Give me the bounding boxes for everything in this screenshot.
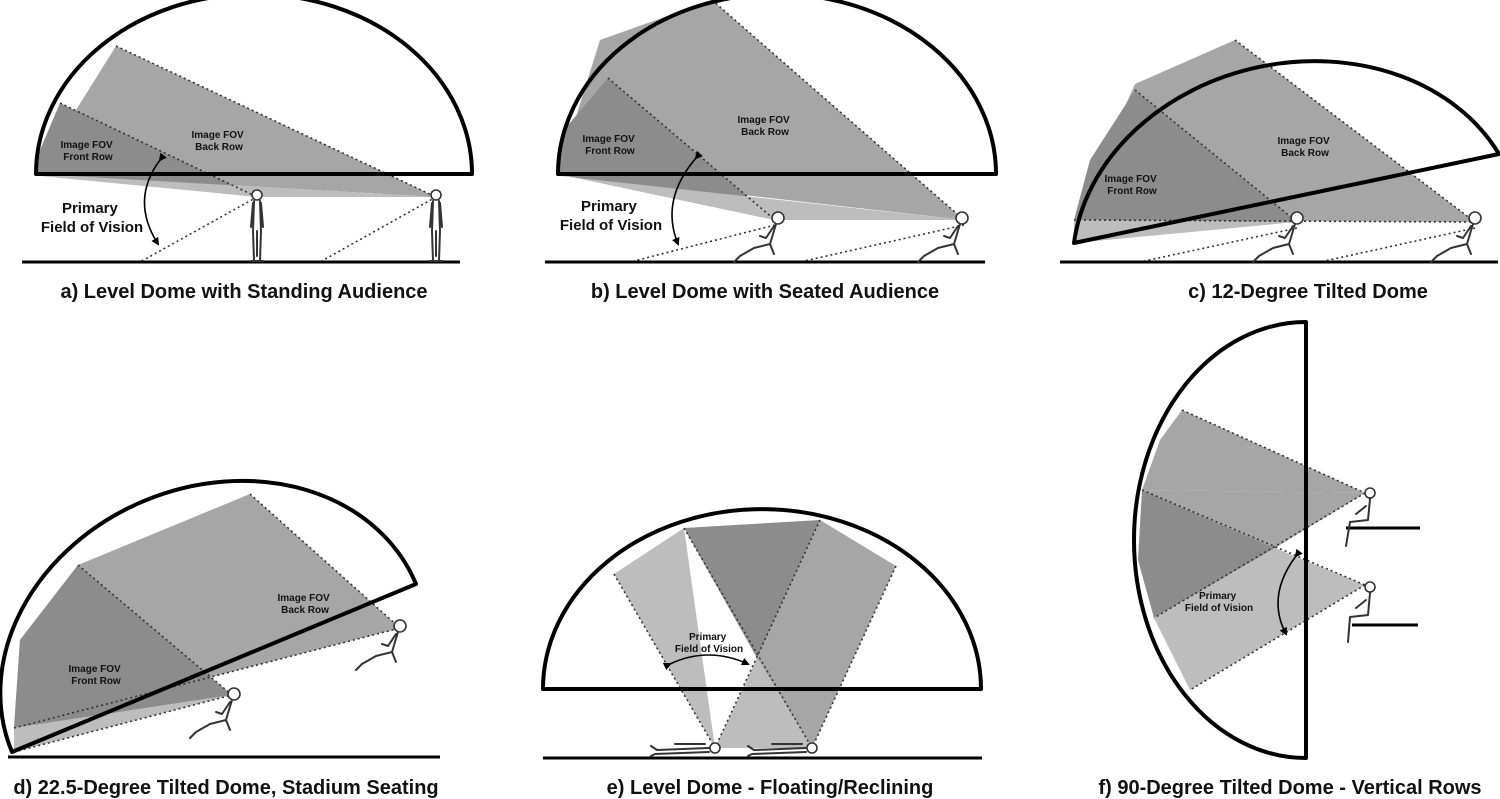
panel-f: Primary Field of Vision f) 90-Degree Til…	[1098, 320, 1482, 799]
dome-outline	[556, 0, 998, 176]
primary-fov-label: Primary Field of Vision	[41, 200, 143, 236]
dome-outline	[0, 478, 418, 754]
panel-d: Image FOV Front Row Image FOV Back Row d…	[0, 478, 440, 799]
front-viewer-fov	[614, 528, 715, 748]
dome-outline	[1072, 59, 1500, 245]
panel-a: Image FOV Front Row Image FOV Back Row P…	[22, 0, 474, 303]
standing-viewer-back	[429, 189, 443, 262]
upper-row-fov	[1142, 410, 1365, 493]
front-row-label: Image FOV Front Row	[582, 134, 637, 157]
reclining-viewer-front	[650, 742, 721, 757]
lower-row-fov	[1154, 548, 1365, 690]
back-row-label: Image FOV Back Row	[1277, 136, 1332, 159]
back-row-label: Image FOV Back Row	[191, 130, 246, 153]
caption-a: a) Level Dome with Standing Audience	[60, 281, 427, 303]
primary-fov-label: Primary Field of Vision	[675, 632, 743, 655]
caption-f: f) 90-Degree Tilted Dome - Vertical Rows	[1098, 777, 1481, 799]
seated-viewer-front	[733, 211, 785, 263]
seated-viewer-upper	[1345, 487, 1376, 547]
panel-e: Primary Field of Vision e) Level Dome - …	[541, 507, 983, 799]
front-row-label: Image FOV Front Row	[1104, 174, 1159, 197]
front-row-fov	[1074, 90, 1297, 222]
front-row-label: Image FOV Front Row	[60, 140, 115, 163]
caption-e: e) Level Dome - Floating/Reclining	[607, 777, 934, 799]
dome-outline	[541, 507, 983, 691]
caption-b: b) Level Dome with Seated Audience	[591, 281, 939, 303]
front-row-fov	[14, 565, 232, 728]
caption-d: d) 22.5-Degree Tilted Dome, Stadium Seat…	[13, 777, 438, 799]
overlap-fov	[684, 520, 820, 658]
back-row-label: Image FOV Back Row	[737, 115, 792, 138]
dome-outline	[34, 0, 474, 176]
standing-viewer-front	[250, 189, 264, 262]
front-row-label: Image FOV Front Row	[68, 664, 123, 687]
dome-outline	[1132, 320, 1308, 760]
overlap-fov	[1138, 490, 1275, 618]
back-row-label: Image FOV Back Row	[277, 593, 332, 616]
caption-c: c) 12-Degree Tilted Dome	[1188, 281, 1428, 303]
panel-c: Image FOV Front Row Image FOV Back Row c…	[1060, 39, 1500, 303]
primary-fov-label: Primary Field of Vision	[560, 198, 662, 234]
seated-viewer-lower	[1347, 581, 1376, 643]
primary-fov-label: Primary Field of Vision	[1185, 591, 1253, 614]
panel-b: Image FOV Front Row Image FOV Back Row P…	[545, 0, 998, 303]
